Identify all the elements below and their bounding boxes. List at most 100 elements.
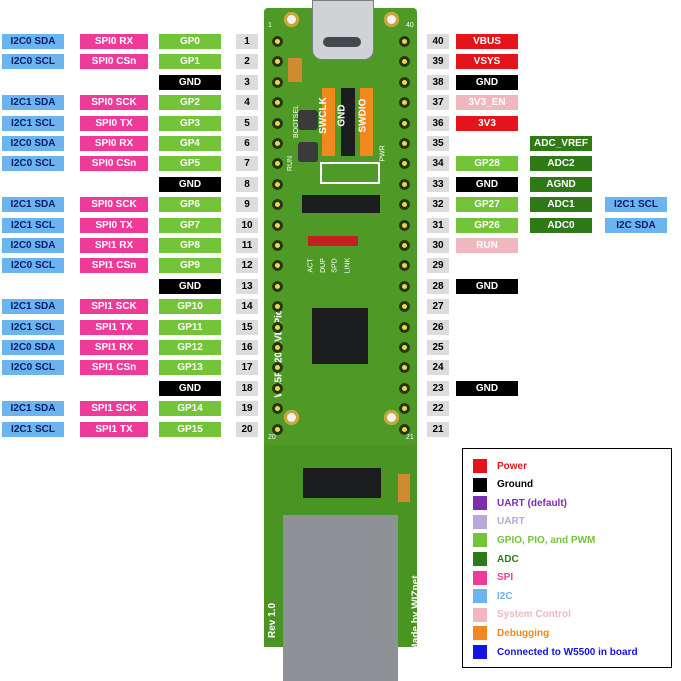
legend-label: Power [497, 460, 528, 472]
pin-9-gpio-label: GP6 [159, 197, 221, 212]
pin-hole-15 [272, 322, 283, 333]
pin-number-15: 15 [236, 320, 258, 335]
pin-7-i2c-label: I2C0 SCL [2, 156, 64, 171]
pin-1-spi-label: SPI0 RX [80, 34, 148, 49]
pin-15-spi-label: SPI1 TX [80, 320, 148, 335]
pin-10-i2c-label: I2C1 SCL [2, 218, 64, 233]
usb-c-connector [312, 0, 374, 60]
pin-16-spi-label: SPI1 RX [80, 340, 148, 355]
pin-3-gnd-label: GND [159, 75, 221, 90]
legend-item: UART (default) [473, 496, 567, 511]
pin-number-14: 14 [236, 299, 258, 314]
legend-swatch [473, 607, 487, 622]
pin-9-i2c-label: I2C1 SDA [2, 197, 64, 212]
debug-label-swclk: SWCLK [317, 97, 329, 134]
legend-label: Ground [497, 479, 534, 491]
pin-number-12: 12 [236, 258, 258, 273]
led-label-link: LINK [344, 257, 352, 274]
pin-hole-37 [399, 97, 410, 108]
pin-13-gnd-label: GND [159, 279, 221, 294]
pin-number-20: 20 [236, 422, 258, 437]
legend-label: GPIO, PIO, and PWM [497, 534, 596, 546]
pin-number-11: 11 [236, 238, 258, 253]
pin-hole-35 [399, 138, 410, 149]
pin-number-7: 7 [236, 156, 258, 171]
legend-swatch [473, 477, 487, 492]
legend-item: Power [473, 459, 527, 473]
legend-swatch [473, 459, 487, 473]
pin-20-i2c-label: I2C1 SCL [2, 422, 64, 437]
legend-item: Debugging [473, 626, 549, 641]
pin-31-i2c-label: I2C SDA [605, 218, 667, 233]
pin-number-19: 19 [236, 401, 258, 416]
corner-label-21: 21 [406, 434, 414, 441]
bootsel-button[interactable] [298, 110, 318, 130]
pin-14-i2c-label: I2C1 SDA [2, 299, 64, 314]
pin-hole-19 [272, 403, 283, 414]
pin-hole-3 [272, 77, 283, 88]
pin-32-i2c-label: I2C1 SCL [605, 197, 667, 212]
run-button[interactable] [298, 142, 318, 162]
pin-hole-4 [272, 97, 283, 108]
pin-number-13: 13 [236, 279, 258, 294]
pin-hole-9 [272, 199, 283, 210]
mount-hole-bl [284, 410, 299, 425]
pin-19-spi-label: SPI1 SCK [80, 401, 148, 416]
legend-item: Connected to W5500 in board [473, 645, 638, 659]
pin-2-gpio-label: GP1 [159, 54, 221, 69]
pin-8-gnd-label: GND [159, 177, 221, 192]
pin-number-8: 8 [236, 177, 258, 192]
pin-31-gpio-label: GP26 [456, 218, 518, 233]
pin-hole-39 [399, 56, 410, 67]
pin-33-agnd-label: AGND [530, 177, 592, 192]
legend-item: GPIO, PIO, and PWM [473, 533, 596, 548]
led-label-act: ACT [307, 258, 315, 273]
pin-hole-16 [272, 342, 283, 353]
pin-hole-12 [272, 260, 283, 271]
pin-number-10: 10 [236, 218, 258, 233]
pin-number-18: 18 [236, 381, 258, 396]
legend-item: Ground [473, 477, 534, 492]
pin-number-35: 35 [427, 136, 449, 151]
pin-number-28: 28 [427, 279, 449, 294]
pin-number-30: 30 [427, 238, 449, 253]
corner-label-1: 1 [268, 22, 272, 29]
legend-swatch [473, 496, 487, 511]
status-leds [308, 236, 358, 246]
corner-label-20: 20 [268, 434, 276, 441]
pin-34-adc-label: ADC2 [530, 156, 592, 171]
pin-34-gpio-label: GP28 [456, 156, 518, 171]
pin-number-1: 1 [236, 34, 258, 49]
pin-hole-17 [272, 362, 283, 373]
pin-number-34: 34 [427, 156, 449, 171]
pin-hole-14 [272, 301, 283, 312]
pin-2-i2c-label: I2C0 SCL [2, 54, 64, 69]
pin-5-i2c-label: I2C1 SCL [2, 116, 64, 131]
led-label-spd: SPD [331, 258, 339, 273]
pin-10-spi-label: SPI0 TX [80, 218, 148, 233]
debug-label-swdio: SWDIO [357, 98, 369, 133]
pin-hole-38 [399, 77, 410, 88]
pin-hole-25 [399, 342, 410, 353]
pin-11-spi-label: SPI1 RX [80, 238, 148, 253]
legend-swatch [473, 533, 487, 548]
pin-6-gpio-label: GP4 [159, 136, 221, 151]
legend-swatch [473, 626, 487, 641]
debug-header-outline [320, 162, 380, 184]
pin-11-i2c-label: I2C0 SDA [2, 238, 64, 253]
legend-label: SPI [497, 572, 514, 584]
pin-number-6: 6 [236, 136, 258, 151]
w55rp20-chip [312, 308, 368, 364]
pin-hole-30 [399, 240, 410, 251]
pin-number-23: 23 [427, 381, 449, 396]
flash-chip [302, 195, 380, 213]
mount-hole-tl [284, 12, 299, 27]
capacitor-lower [398, 474, 410, 502]
pin-17-gpio-label: GP13 [159, 360, 221, 375]
pin-12-i2c-label: I2C0 SCL [2, 258, 64, 273]
legend-label: Connected to W5500 in board [497, 646, 638, 658]
pin-hole-33 [399, 179, 410, 190]
pin-33-gnd-label: GND [456, 177, 518, 192]
pin-number-24: 24 [427, 360, 449, 375]
pin-4-spi-label: SPI0 SCK [80, 95, 148, 110]
